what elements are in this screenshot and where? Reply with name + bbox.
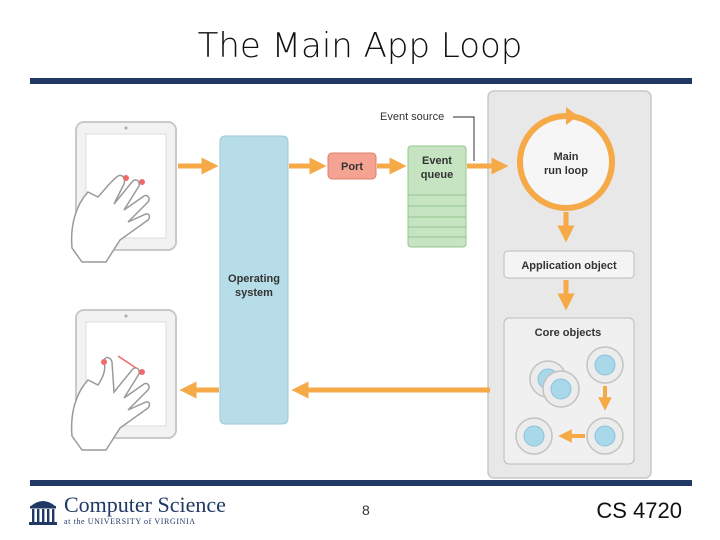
course-code: CS 4720 (596, 498, 682, 523)
page-number: 8 (362, 502, 370, 518)
event-queue-label: Event (422, 155, 452, 167)
port-box (327, 152, 377, 180)
core-object-node (542, 370, 580, 408)
operating-system-label: Operating (228, 273, 280, 285)
operating-system-box (219, 135, 289, 425)
event-source-label: Event source (380, 111, 444, 123)
title-rule (30, 78, 692, 84)
event-queue (407, 145, 467, 248)
hand-icon (70, 174, 151, 263)
rotunda-logo-icon (29, 501, 57, 525)
event-source-leader-line (453, 116, 475, 161)
footer-rule (30, 480, 692, 486)
touch-point-icon (101, 359, 107, 365)
core-objects-label: Core objects (535, 327, 602, 339)
loop-arrowhead-icon (566, 107, 578, 125)
core-object-node (586, 417, 624, 455)
core-object-node (515, 417, 553, 455)
main-run-loop-label-2: run loop (544, 165, 588, 177)
touch-point-icon (139, 179, 145, 185)
touch-point-icon (123, 175, 129, 181)
touch-point-icon (139, 369, 145, 375)
port-label: Port (341, 161, 363, 173)
cs-logo: Computer Science at the UNIVERSITY of VI… (28, 492, 226, 528)
main-run-loop-label: Main (553, 151, 578, 163)
logo-sub-text: at the UNIVERSITY of VIRGINIA (64, 517, 196, 526)
application-object-label: Application object (521, 260, 617, 272)
core-object-node (586, 346, 624, 384)
hand-icon (70, 356, 151, 451)
operating-system-label-2: system (235, 287, 273, 299)
slide-title: The Main App Loop (197, 26, 523, 66)
swipe-arrow-icon (117, 355, 137, 369)
event-queue-label-2: queue (421, 169, 453, 181)
application-object-box (503, 250, 635, 279)
logo-main-text: Computer Science (64, 492, 226, 517)
